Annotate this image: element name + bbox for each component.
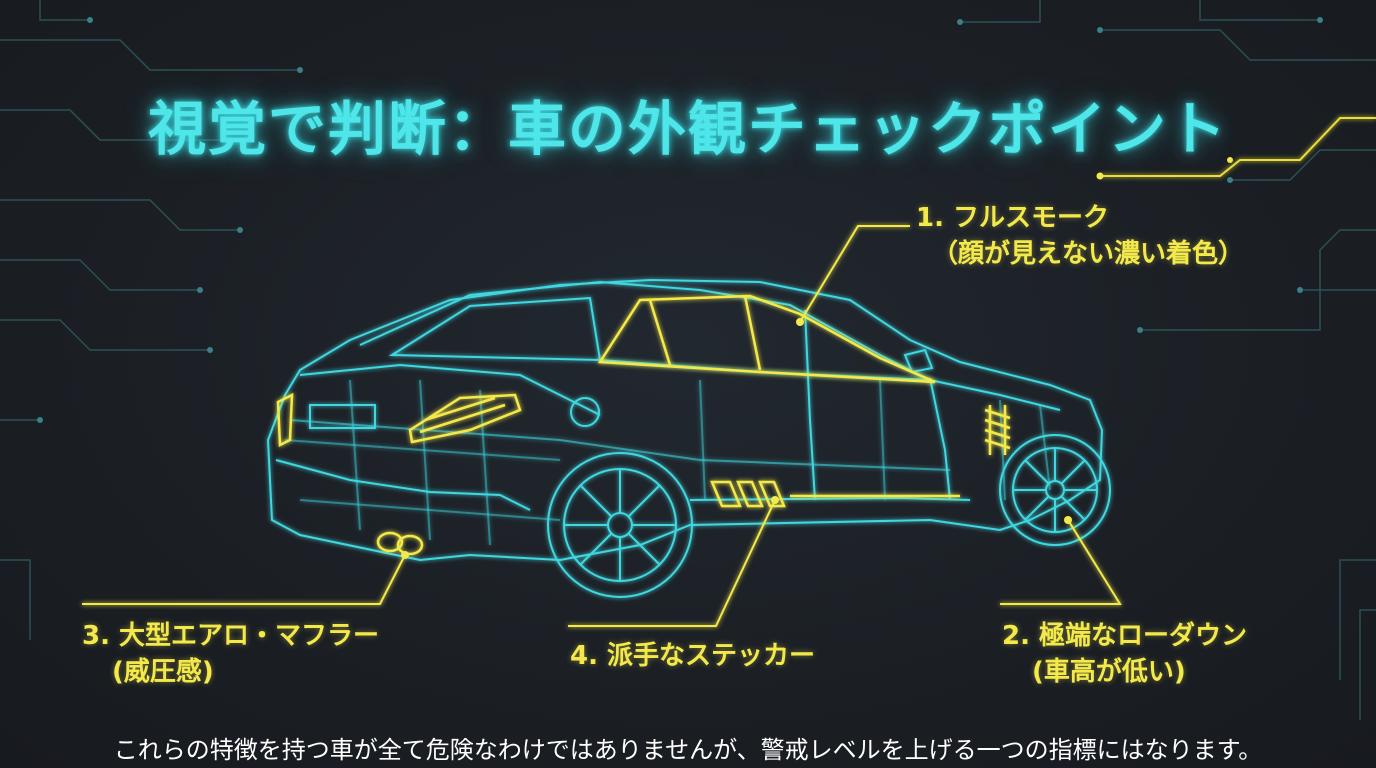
rear-side-tail-light [276,392,294,447]
callout-sublabel: (車高が低い) [1032,657,1186,687]
tinted-windows-highlight [597,294,936,384]
callout-lowdown: 2. 極端なローダウン (車高が低い) [1002,618,1247,690]
rear-window [388,296,602,362]
callout-label: 1. フルスモーク [916,203,1110,233]
front-door-line [929,377,951,501]
yellow-trace-node [1096,172,1104,180]
callout-sublabel: （顔が見えない濃い着色） [932,239,1245,269]
lowered-suspension-spring [984,405,1011,455]
leader-dots [401,318,1072,559]
muffler-left [376,531,404,553]
sticker-stripes [710,480,960,508]
rocker-line [689,496,971,501]
leader-1 [799,225,910,323]
callout-stickers: 4. 派手なステッカー [570,638,815,674]
rear-wheel [547,452,693,598]
callout-sublabel: (威圧感) [112,657,214,687]
leader-4 [568,499,776,627]
callout-label: 4. 派手なステッカー [570,641,816,671]
callout-label: 3. 大型エアロ・マフラー [82,621,380,651]
rear-bumper [275,459,531,511]
rear-door-line [804,309,816,501]
circuit-nodes [37,17,1323,423]
callout-full-smoke: 1. フルスモーク （顔が見えない濃い着色） [916,200,1244,272]
leader-2 [1000,519,1122,605]
callout-label: 2. 極端なローダウン [1002,621,1248,651]
car-body-outline [266,278,1104,562]
yellow-trace [1100,117,1376,177]
callout-leaders [82,225,1122,627]
callout-aero-muffler: 3. 大型エアロ・マフラー (威圧感) [82,618,379,690]
trunk-line [299,363,601,416]
front-wheel [999,434,1111,546]
license-plate [309,404,376,429]
highlighted-features [276,294,1011,556]
side-mirror [903,348,934,374]
muffler-right [396,534,424,556]
car-roofline [359,280,931,381]
page-title: 視覚で判断：車の外観チェックポイント [147,95,1228,163]
yellow-trace-node [1227,157,1233,163]
tail-light-highlight [408,393,522,444]
leader-3 [82,554,406,605]
circuit-traces [0,0,1376,720]
footer-note: これらの特徴を持つ車が全て危険なわけではありませんが、警戒レベルを上げる一つの指… [113,736,1263,764]
